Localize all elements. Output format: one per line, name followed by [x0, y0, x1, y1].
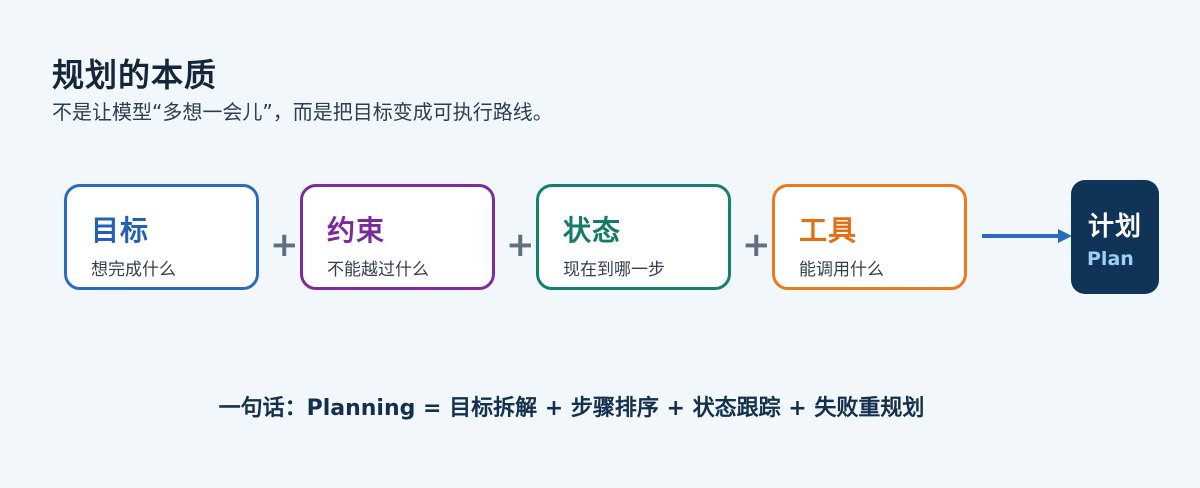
tool-card-name: 工具 — [799, 214, 858, 247]
slide-subtitle: 不是让模型“多想一会儿”，而是把目标变成可执行路线。 — [52, 100, 553, 124]
state-card-name: 状态 — [563, 214, 622, 247]
state-card: 状态 现在到哪一步 — [536, 184, 731, 290]
state-card-desc: 现在到哪一步 — [563, 260, 665, 280]
plus-sign-2: + — [506, 225, 535, 265]
tool-card-desc: 能调用什么 — [799, 260, 884, 280]
tool-card: 工具 能调用什么 — [772, 184, 967, 290]
plan-result-box: 计划 Plan — [1071, 180, 1159, 294]
goal-card: 目标 想完成什么 — [64, 184, 259, 290]
summary-line: 一句话：Planning = 目标拆解 + 步骤排序 + 状态跟踪 + 失败重规… — [218, 396, 925, 421]
constraint-card-desc: 不能越过什么 — [327, 260, 429, 280]
goal-card-name: 目标 — [91, 214, 150, 247]
plus-sign-3: + — [742, 225, 771, 265]
slide-title: 规划的本质 — [52, 56, 218, 94]
goal-card-desc: 想完成什么 — [91, 260, 176, 280]
plus-sign-1: + — [270, 225, 299, 265]
constraint-card: 约束 不能越过什么 — [300, 184, 495, 290]
constraint-card-name: 约束 — [327, 214, 386, 247]
plan-result-zh: 计划 — [1087, 212, 1142, 242]
plan-result-en: Plan — [1087, 248, 1134, 270]
arrow-right-icon — [982, 229, 1072, 243]
